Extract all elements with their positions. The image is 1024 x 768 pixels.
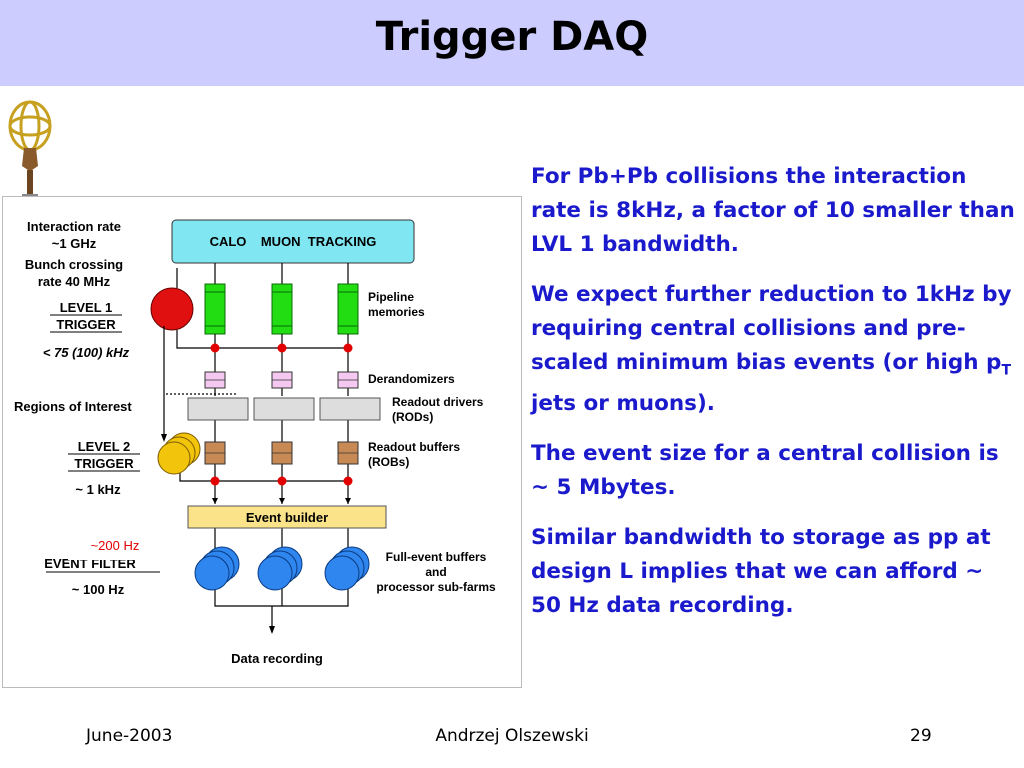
roi-label: Regions of Interest — [14, 399, 132, 414]
body-text: For Pb+Pb collisions the interaction rat… — [531, 160, 1016, 639]
rod-2 — [253, 397, 315, 421]
title-bar — [0, 0, 1024, 86]
level1-trigger-circle — [150, 287, 194, 331]
rod-label-2: (RODs) — [392, 410, 433, 424]
farm-label-3: processor sub-farms — [376, 580, 496, 594]
footer-date: June-2003 — [86, 726, 173, 746]
level2-trigger-circles — [157, 432, 201, 475]
rod-3 — [319, 397, 381, 421]
farm-2 — [257, 546, 303, 591]
paragraph-2: We expect further reduction to 1kHz by r… — [531, 278, 1016, 421]
farm-1 — [194, 546, 240, 591]
interaction-rate-line1: Interaction rate — [27, 219, 121, 234]
paragraph-1: For Pb+Pb collisions the interaction rat… — [531, 164, 1015, 257]
level2-label: LEVEL 2 — [78, 439, 131, 454]
rob-label-2: (ROBs) — [368, 455, 409, 469]
derandomizers-label: Derandomizers — [368, 372, 455, 386]
rob-label-1: Readout buffers — [368, 440, 460, 454]
atlas-logo-icon — [8, 100, 52, 200]
level2-rate: ~ 1 kHz — [75, 482, 121, 497]
trigger1-label: TRIGGER — [56, 317, 116, 332]
paragraph-4: Similar bandwidth to storage as pp at de… — [531, 525, 991, 619]
paragraph-3: The event size for a central collision i… — [531, 441, 999, 501]
farm-label-1: Full-event buffers — [386, 550, 487, 564]
detector-box — [171, 219, 415, 264]
event-builder-box — [187, 505, 387, 529]
pipeline-label-1: Pipeline — [368, 290, 414, 304]
trigger2-label: TRIGGER — [74, 456, 134, 471]
rod-label-1: Readout drivers — [392, 395, 484, 409]
footer-author: Andrzej Olszewski — [435, 726, 589, 746]
bunch-crossing-line2: rate 40 MHz — [38, 274, 111, 289]
slide-title: Trigger DAQ — [375, 14, 649, 60]
trigger-daq-diagram: Interaction rate ~1 GHz Bunch crossing r… — [2, 196, 522, 688]
paragraph-2-tail: jets or muons). — [531, 391, 715, 417]
farm-label-2: and — [425, 565, 446, 579]
bunch-crossing-line1: Bunch crossing — [25, 257, 123, 272]
level1-label: LEVEL 1 — [60, 300, 113, 315]
paragraph-2-subscript: T — [1001, 362, 1012, 379]
pipeline-label-2: memories — [368, 305, 425, 319]
ef-rate: ~ 100 Hz — [72, 582, 125, 597]
ef-overlay-rate: ~200 Hz — [91, 538, 140, 553]
footer-page-number: 29 — [910, 726, 932, 746]
level1-rate: < 75 (100) kHz — [43, 345, 130, 360]
detector-label: CALO MUON TRACKING — [210, 234, 377, 249]
rod-1 — [187, 397, 249, 421]
farm-3 — [324, 546, 370, 591]
data-recording-label: Data recording — [231, 651, 323, 666]
paragraph-2-main: We expect further reduction to 1kHz by r… — [531, 282, 1012, 375]
interaction-rate-line2: ~1 GHz — [52, 236, 97, 251]
event-builder-label: Event builder — [246, 510, 328, 525]
